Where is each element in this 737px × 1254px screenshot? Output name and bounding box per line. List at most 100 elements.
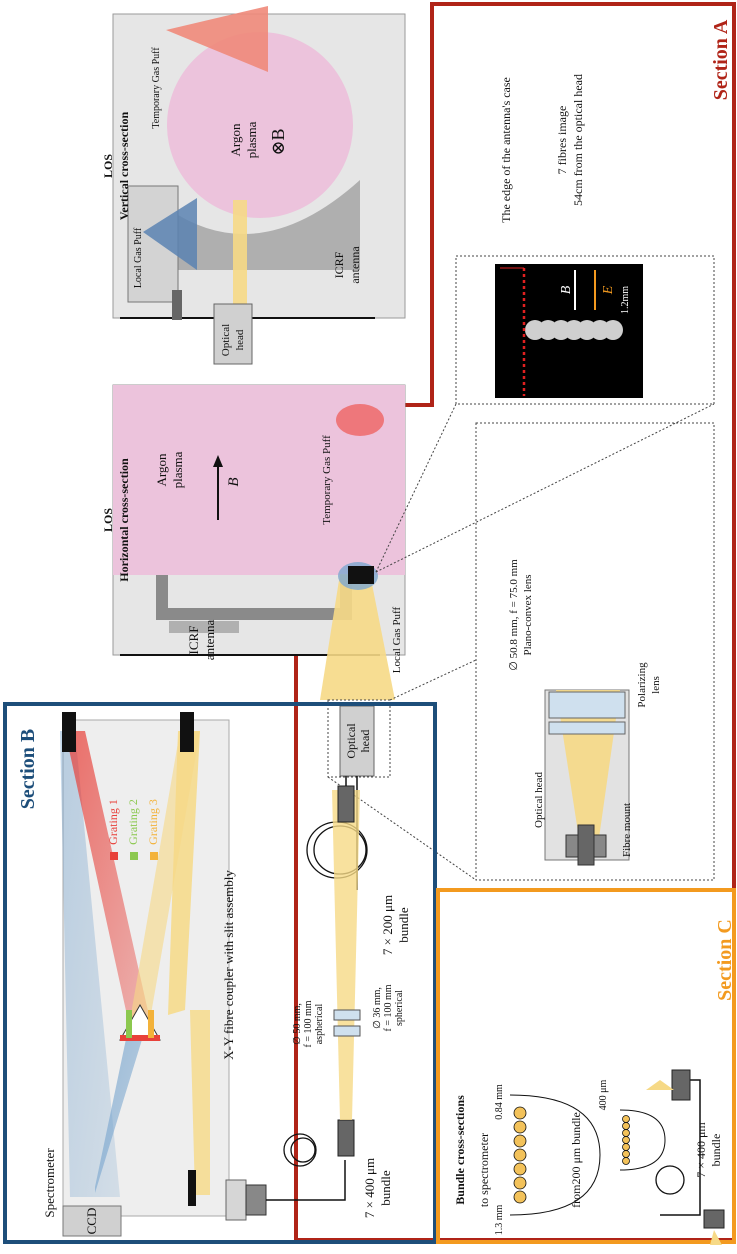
scale-label: 1.2mm — [620, 286, 631, 314]
fibre-core — [514, 1121, 526, 1133]
fibre-400-to-lenses — [266, 776, 360, 1200]
temporary-puff-spot-horizontal — [336, 404, 384, 436]
section-b: Section B Spectrometer CCD Grating 1 Gra… — [5, 704, 435, 1242]
temporary-gas-puff-label-horizontal: Temporary Gas Puff — [321, 435, 333, 525]
zoom-connector-2 — [376, 404, 714, 572]
lens2-line1: ∅ 36 mm, — [372, 987, 383, 1029]
b-label-image: B — [559, 285, 574, 294]
to-spectrometer-label: to spectrometer — [477, 1133, 491, 1207]
los-horizontal-line1: LOS — [101, 508, 115, 532]
lens-spec-label: ∅ 50.8 mm, f = 75.0 mm — [508, 559, 520, 671]
optical-label-horizontal: Optical — [344, 723, 358, 759]
grating-3-label: Grating 3 — [146, 799, 160, 845]
fibre-400-connector — [338, 1120, 354, 1156]
temporary-gas-puff-label-vertical: Temporary Gas Puff — [151, 47, 162, 129]
fibre-core-small — [623, 1151, 630, 1158]
coupler-connector — [246, 1185, 266, 1215]
dim-084-label: 0.84 mm — [494, 1084, 505, 1120]
grating-2-swatch — [130, 852, 138, 860]
section-b-title: Section B — [17, 729, 39, 810]
fibre-core-small — [623, 1123, 630, 1130]
bundle-200-line2: bundle — [396, 907, 411, 943]
los-horizontal-line2: Horizontal cross-section — [117, 458, 131, 582]
polarizing-label: Polarizing — [636, 662, 648, 708]
inset-fibre-mount-label: Fibre mount — [621, 803, 633, 857]
coupler-label: X-Y fibre coupler with slit assembly — [221, 870, 236, 1060]
e-label-image: E — [601, 285, 616, 295]
argon-label-vertical: Argon — [228, 123, 243, 156]
puff-pipe-vertical — [172, 290, 182, 320]
lens-name-label: Plano-convex lens — [522, 575, 534, 656]
antenna-label-horizontal: antenna — [202, 620, 217, 661]
b-label-horizontal: B — [226, 477, 242, 486]
head-label-horizontal: head — [358, 730, 372, 753]
fibre-spots — [525, 320, 623, 340]
los-vertical-line2: Vertical cross-section — [117, 112, 131, 221]
grating-1-swatch — [110, 852, 118, 860]
argon-label-horizontal: Argon — [154, 453, 169, 486]
fibre-200-connector — [338, 786, 354, 822]
fibre-core — [514, 1107, 526, 1119]
b-field-cross-label: ⊗B — [268, 128, 288, 155]
fibres-image-line1: 7 fibres image — [555, 106, 569, 175]
section-c-arrow-out — [710, 1230, 722, 1245]
lens1-line2: f = 100 mm — [303, 1000, 314, 1047]
section-c-title: Section C — [714, 919, 736, 1001]
plano-convex-lens — [549, 692, 625, 718]
mirror-collimator — [62, 712, 76, 752]
lens1-line3: aspherical — [314, 1004, 325, 1045]
optical-label-vertical: Optical — [220, 324, 232, 356]
icrf-label-horizontal: ICRF — [186, 626, 201, 655]
section-c-coil — [656, 1166, 684, 1194]
fibre-core — [514, 1149, 526, 1161]
fibres-image-panel: B E 1.2mm The edge of the antenna's case… — [456, 74, 714, 404]
coupler-body — [226, 1180, 246, 1220]
fibre-core — [514, 1191, 526, 1203]
grating-3-swatch — [150, 852, 158, 860]
fibre-400-line — [266, 1160, 345, 1200]
lens1-line1: ∅ 50 mm, — [292, 1003, 303, 1045]
from-200-label: from200 μm bundle — [569, 1112, 583, 1208]
lens2-line3: spherical — [394, 990, 405, 1026]
bundle-400-b-line1: 7 × 400 μm — [362, 1158, 377, 1218]
section-c-arrow-in — [646, 1080, 674, 1090]
fibre-core-small — [623, 1130, 630, 1137]
spectrometer-label: Spectrometer — [42, 1148, 57, 1218]
antenna-label-vertical: antenna — [348, 246, 362, 284]
section-c: Section C Bundle cross-sections to spect… — [438, 890, 736, 1245]
fibre-mount-ferrule — [578, 825, 594, 865]
grating-2-face — [126, 1010, 132, 1038]
bundle-200-fibres — [623, 1116, 630, 1165]
plasma-label-horizontal: plasma — [170, 451, 185, 488]
grating-2-label: Grating 2 — [126, 799, 140, 845]
bundle-400-c-line2: bundle — [709, 1134, 723, 1167]
plasma-label-vertical: plasma — [244, 121, 259, 158]
fibre-core — [514, 1177, 526, 1189]
dim-400-label: 400 μm — [598, 1079, 609, 1110]
local-gas-puff-label-vertical: Local Gas Puff — [133, 227, 144, 288]
bundle-400-c-line1: 7 × 400 μm — [694, 1122, 708, 1178]
head-label-vertical: head — [234, 329, 246, 350]
polarizing-lens — [549, 722, 625, 734]
section-c-connector-top — [672, 1070, 690, 1100]
inset-optical-head-label: Optical head — [533, 772, 545, 828]
lens-label: lens — [650, 676, 662, 694]
bundle-cross-sections-title: Bundle cross-sections — [453, 1095, 467, 1205]
bundle-400-fibres — [514, 1107, 526, 1203]
local-gas-puff-label-horizontal: Local Gas Puff — [391, 606, 403, 673]
aspherical-lens — [334, 1010, 360, 1020]
los-vertical-panel: LOS Vertical cross-section Temporary Gas… — [101, 6, 405, 364]
fibre-core — [514, 1135, 526, 1147]
bundle-400-b-line2: bundle — [378, 1170, 393, 1206]
fibres-image-line2: 54cm from the optical head — [571, 74, 585, 206]
mirror-focusing — [180, 712, 194, 752]
dim-13-label: 1.3 mm — [494, 1205, 505, 1236]
los-vertical-line1: LOS — [101, 154, 115, 178]
lens2-line2: f = 100 mm — [383, 984, 394, 1031]
ccd-label: CCD — [84, 1208, 99, 1235]
grating-3-face — [148, 1010, 154, 1038]
fibre-core — [514, 1163, 526, 1175]
view-beam-vertical — [233, 200, 247, 310]
